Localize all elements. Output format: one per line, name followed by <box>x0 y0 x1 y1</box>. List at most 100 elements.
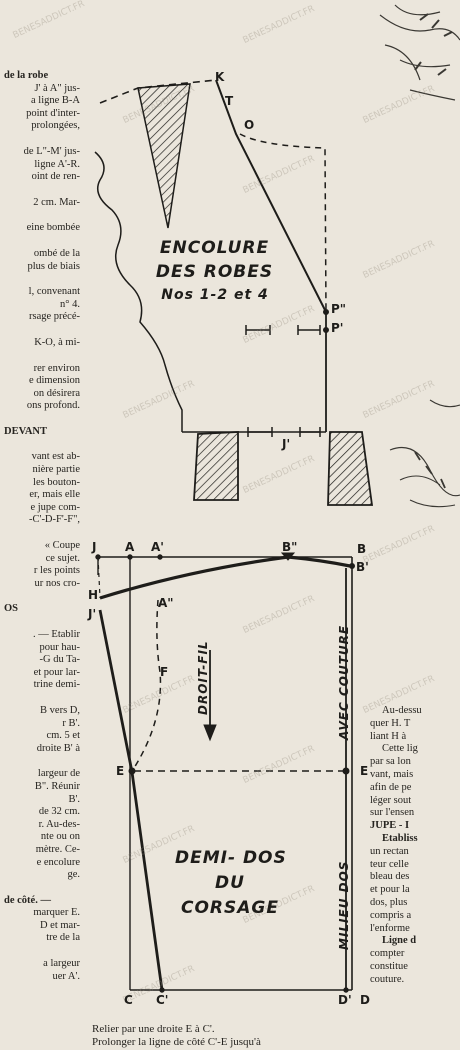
text-line: ligne A'-R. <box>34 158 80 170</box>
encolure-title-line-1: ENCOLURE <box>159 238 270 258</box>
text-line: nière partie <box>32 464 80 476</box>
text-line: on désirera <box>33 387 80 399</box>
text-line: ombé de la <box>33 247 80 259</box>
text-line: teur celle <box>370 858 409 870</box>
paragraph-gap <box>0 945 80 958</box>
text-line: dos, plus <box>370 896 408 908</box>
demi-dos-title-line-1: DEMI- DOS <box>175 848 287 868</box>
text-line: DEVANT <box>4 425 47 437</box>
paragraph-gap <box>0 209 80 222</box>
text-line: r B'. <box>62 717 80 729</box>
text-line: B'. <box>68 793 80 805</box>
paragraph-gap <box>0 273 80 286</box>
point-label-j-prime: J' <box>88 607 97 621</box>
text-line: cm. 5 et <box>46 730 80 742</box>
encolure-title-line-3: Nos 1-2 et 4 <box>161 287 269 303</box>
point-label-b-prime: B' <box>356 560 369 574</box>
point-label-p-double: P" <box>331 302 347 316</box>
point-label-a-prime: A' <box>151 540 164 554</box>
text-line: . — Etablir <box>33 629 80 640</box>
hatched-block-left <box>193 431 239 501</box>
point-label-j: J <box>92 540 97 554</box>
text-line: e encolure <box>36 856 80 868</box>
text-line: a largeur <box>43 958 80 970</box>
text-line: les bouton- <box>33 476 80 488</box>
text-line: rsage précé- <box>28 311 80 323</box>
paragraph-gap <box>0 413 80 426</box>
text-line: er, mais elle <box>29 489 80 501</box>
point-label-o: O <box>244 118 255 132</box>
avec-couture-label: AVEC COUTURE <box>337 624 351 740</box>
text-line: point d'inter- <box>26 107 80 119</box>
text-line: B vers D, <box>40 704 80 716</box>
hatched-block-right <box>327 431 374 506</box>
point-label-d-prime: D' <box>338 993 352 1007</box>
text-line: prolongées, <box>31 120 80 132</box>
text-line: marquer E. <box>33 907 80 919</box>
text-line: Etabliss <box>382 832 418 844</box>
text-line: largeur de <box>37 768 80 780</box>
text-line: sur l'ensen <box>370 807 415 819</box>
point-label-d: D <box>360 993 370 1007</box>
paragraph-gap <box>0 590 80 603</box>
hatched-dart <box>137 83 191 229</box>
demi-dos-title-line-3: CORSAGE <box>181 898 279 918</box>
text-line: rer environ <box>33 362 80 374</box>
text-line: trine demi- <box>33 679 80 691</box>
text-line: afin de pe <box>370 781 412 793</box>
text-line: vant est ab- <box>31 451 80 463</box>
text-line: liant H à <box>370 730 407 742</box>
text-line: oint de ren- <box>31 171 80 183</box>
text-line: par sa lon <box>370 756 411 768</box>
point-label-j-prime-upper: J' <box>282 437 291 451</box>
text-line: r les points <box>33 565 80 577</box>
text-line: compter <box>370 948 405 960</box>
text-line: -G du Ta- <box>39 654 80 666</box>
text-line: et pour lar- <box>33 666 80 678</box>
text-line: eine bombée <box>26 222 80 234</box>
text-line: de 32 cm. <box>38 806 80 818</box>
text-line: Cette lig <box>382 743 418 755</box>
text-line: a ligne B-A <box>31 95 80 107</box>
text-line: -C'-D-F'-F", <box>29 514 80 526</box>
text-line: OS <box>4 603 19 615</box>
text-line: l'enforme <box>370 922 410 934</box>
point-label-c-prime: C' <box>156 993 169 1007</box>
text-line: K-O, à mi- <box>34 336 80 348</box>
text-line: r. Au-des- <box>38 818 80 830</box>
text-line: e jupe com- <box>30 501 80 513</box>
point-label-e-right: E <box>360 764 369 778</box>
text-line: uer A'. <box>52 970 80 982</box>
text-line: J' à A" jus- <box>34 82 80 94</box>
text-line: couture. <box>370 973 405 985</box>
text-line: « Coupe <box>44 540 80 552</box>
text-line: ons profond. <box>26 400 80 412</box>
point-label-f: F <box>160 665 169 679</box>
point-label-k: K <box>215 70 225 84</box>
text-line: léger sout <box>370 794 412 806</box>
text-line: Ligne d <box>382 935 417 947</box>
point-label-h: H <box>88 588 99 602</box>
text-line: et pour la <box>370 884 410 896</box>
text-line: D et mar- <box>39 919 80 931</box>
text-line: nte ou on <box>40 831 80 843</box>
text-line: de côté. — <box>4 894 51 906</box>
point-label-b-double: B" <box>282 540 298 554</box>
point-label-c: C <box>124 993 133 1007</box>
text-line: un rectan <box>370 845 409 857</box>
paragraph-gap <box>0 235 80 248</box>
foliage-illustration-right <box>389 399 460 508</box>
text-line: JUPE - I <box>370 820 410 832</box>
foliage-illustration-top <box>379 4 460 101</box>
paragraph-gap <box>0 616 80 629</box>
paragraph-gap <box>0 324 80 337</box>
text-line: mètre. Ce- <box>35 843 80 855</box>
text-line: ce sujet. <box>45 552 80 564</box>
paragraph-gap <box>0 438 80 451</box>
droit-fil-label: DROIT-FIL <box>196 640 210 715</box>
demi-dos-title-line-2: DU <box>215 873 245 893</box>
point-label-p-prime: P' <box>331 321 344 335</box>
paragraph-gap <box>0 527 80 540</box>
